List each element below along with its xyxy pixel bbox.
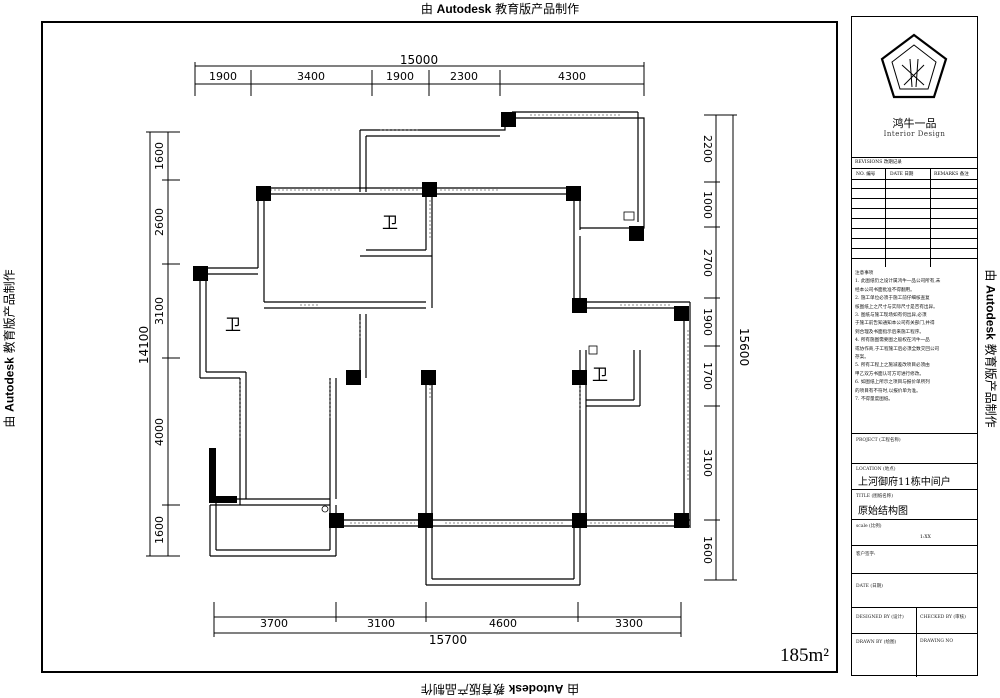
pentagon-logo-icon [880, 33, 948, 99]
bottom-seg-1: 3700 [260, 617, 288, 630]
bottom-seg-2: 3100 [367, 617, 395, 630]
left-seg-3: 3100 [153, 297, 166, 325]
client-signature-label: 客户签字: [856, 552, 876, 557]
revisions-header: REVISIONS 改期记录 [852, 157, 977, 169]
bathroom-label-right: 卫 [592, 365, 608, 384]
left-seg-2: 2600 [153, 208, 166, 236]
project-label: PROJECT (工程名称) [856, 438, 901, 443]
top-total: 15000 [400, 53, 438, 67]
bottom-total: 15700 [429, 633, 467, 647]
company-name: 鸿牛一品 [892, 117, 937, 130]
right-seg-6: 3100 [701, 449, 714, 477]
drawing-frame [41, 21, 838, 673]
bathroom-label-upper: 卫 [382, 213, 398, 232]
notes-list: 注意事项 1. 此图纸仍之设计属鸿牛一品公司所有,未 经本公司书面批准不得翻用。… [855, 271, 941, 403]
company-name-en: Interior Design [883, 130, 946, 138]
rev-remarks-label: REMARKS 备注 [934, 172, 969, 177]
bottom-seg-3: 4600 [489, 617, 517, 630]
checked-by-label: CHECKED BY (审核) [920, 615, 966, 620]
right-seg-5: 1700 [701, 362, 714, 390]
title-block: 鸿牛一品 Interior Design REVISIONS 改期记录 NO. … [851, 16, 978, 677]
top-seg-2: 3400 [297, 70, 325, 83]
date-label: DATE (日期) [856, 584, 883, 589]
bottom-seg-4: 3300 [615, 617, 643, 630]
rev-date-label: DATE 日期 [890, 172, 914, 177]
right-seg-3: 2700 [701, 249, 714, 277]
drawn-by-label: DRAWN BY (绘图) [856, 640, 897, 645]
left-seg-5: 1600 [153, 516, 166, 544]
rev-no-label: NO. 编号 [856, 172, 876, 177]
designed-by-label: DESIGNED BY (设计) [856, 615, 904, 620]
location-label: LOCATION (地点) [856, 467, 896, 472]
drawing-no-label: DRAWING NO [920, 639, 954, 644]
revisions-columns: NO. 编号 DATE 日期 REMARKS 备注 [852, 169, 977, 180]
watermark-top: 由 Autodesk 教育版产品制作 [420, 2, 580, 16]
left-total: 14100 [137, 326, 151, 364]
top-seg-3: 1900 [386, 70, 414, 83]
top-seg-5: 4300 [558, 70, 586, 83]
left-seg-1: 1600 [153, 142, 166, 170]
floor-area: 185m² [780, 645, 829, 666]
scale-label: scale (比例) [856, 524, 882, 529]
right-seg-1: 2200 [701, 135, 714, 163]
company-logo: 鸿牛一品 Interior Design [852, 17, 977, 158]
drawing-title: 原始结构图 [858, 506, 908, 517]
bathroom-label-left: 卫 [225, 315, 241, 334]
left-seg-4: 4000 [153, 418, 166, 446]
right-seg-2: 1000 [701, 191, 714, 219]
scale-value: 1:XX [920, 535, 931, 540]
location-value: 上河御府11栋中间户 [858, 477, 951, 488]
revision-rows [852, 179, 977, 267]
right-total: 15600 [737, 328, 751, 366]
right-seg-4: 1900 [701, 308, 714, 336]
right-seg-7: 1600 [701, 536, 714, 564]
top-seg-4: 2300 [450, 70, 478, 83]
top-seg-1: 1900 [209, 70, 237, 83]
title-label: TITLE (图纸名称) [856, 494, 893, 499]
